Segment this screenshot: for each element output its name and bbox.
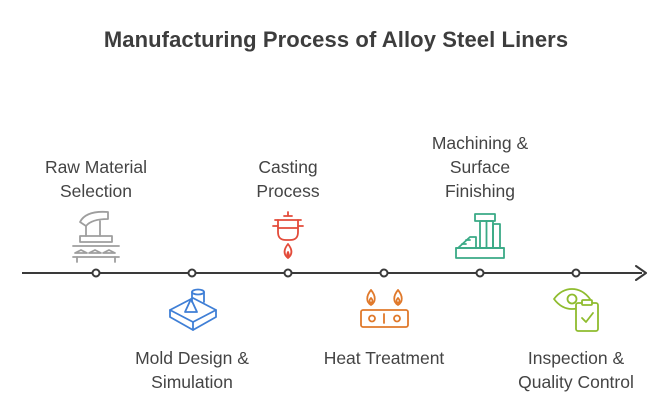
timeline-arrowhead <box>635 265 647 281</box>
inspection-eye-clipboard-icon <box>553 288 599 332</box>
boiling-pot-icon <box>272 211 304 259</box>
stove-burner-icon <box>360 289 409 328</box>
mold-design-icon <box>169 288 217 331</box>
machinery-icon <box>455 213 505 259</box>
step-label-machining-surface-finishing: Machining & Surface Finishing <box>431 133 529 201</box>
factory-icon <box>72 210 120 263</box>
timeline-marker-2 <box>187 268 197 278</box>
step-label-heat-treatment: Heat Treatment <box>323 348 445 368</box>
step-label-casting-process: Casting Process <box>256 157 320 201</box>
step-label-mold-design-simulation: Mold Design & Simulation <box>135 348 249 392</box>
timeline-marker-3 <box>283 268 293 278</box>
step-label-raw-material-selection: Raw Material Selection <box>44 157 148 201</box>
timeline-marker-6 <box>571 268 581 278</box>
diagram-title: Manufacturing Process of Alloy Steel Lin… <box>103 27 569 52</box>
timeline-marker-1 <box>91 268 101 278</box>
timeline-marker-4 <box>379 268 389 278</box>
step-label-inspection-quality-control: Inspection & Quality Control <box>518 348 634 392</box>
timeline-marker-5 <box>475 268 485 278</box>
